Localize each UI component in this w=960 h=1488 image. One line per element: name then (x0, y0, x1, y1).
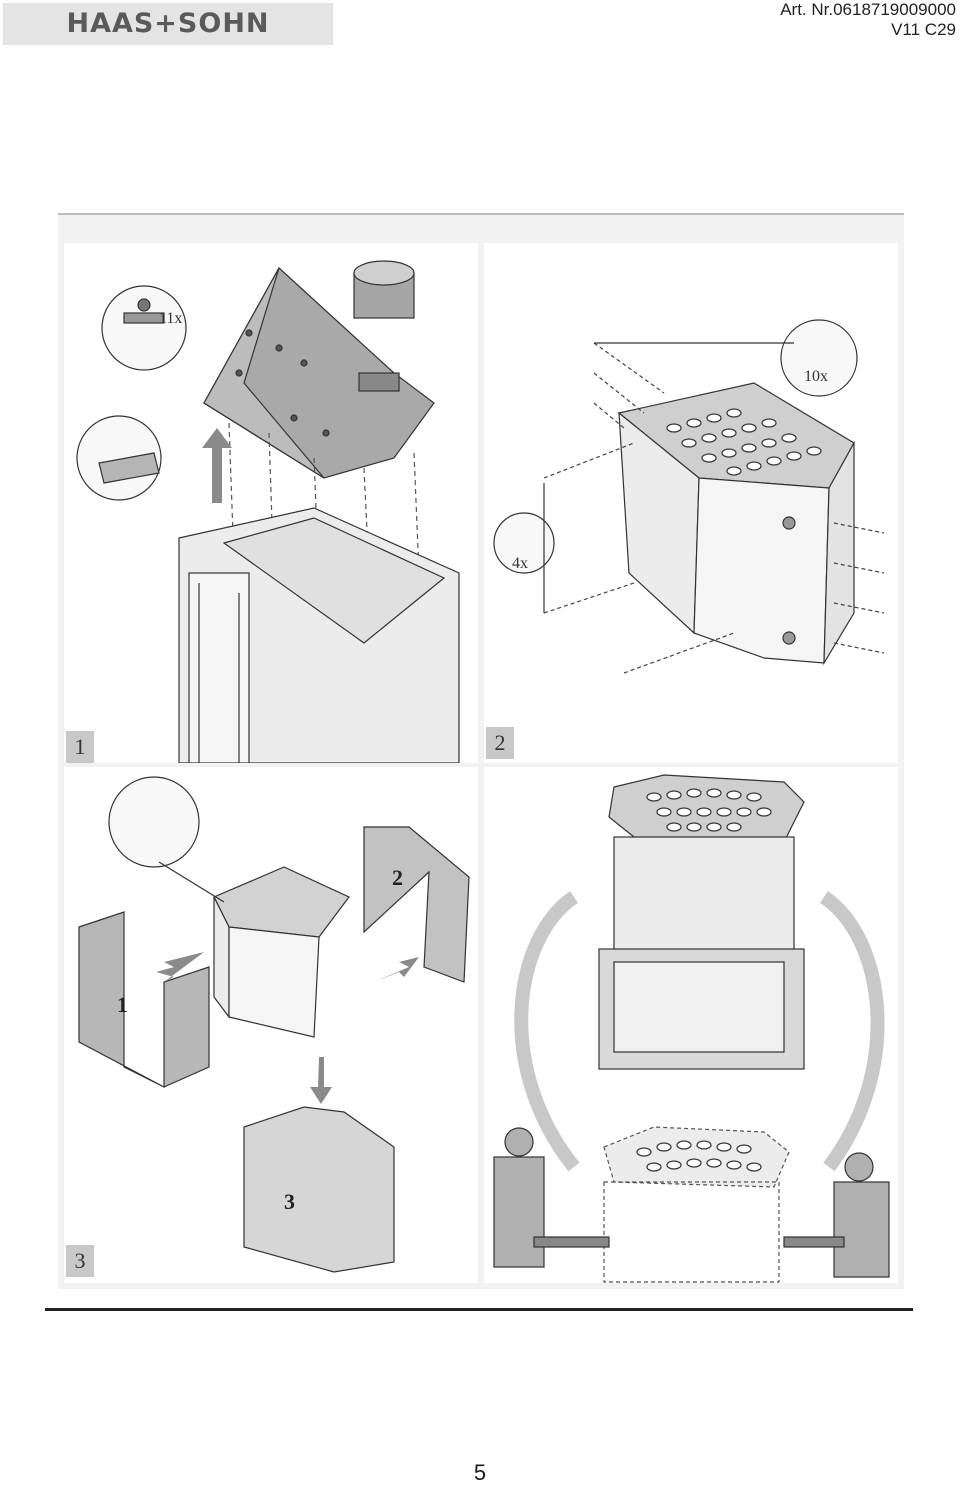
heat-exchanger-lifting-illustration (493, 774, 890, 1283)
panel-label-2: 2 (392, 865, 403, 890)
panel-step-4: 4 (484, 767, 898, 1283)
article-info: Art. Nr.0618719009000 V11 C29 (780, 0, 956, 40)
panel-label-1: 1 (117, 992, 128, 1017)
brand-logo: HAAS+SOHN (66, 8, 270, 39)
hood-assembly-illustration: 11x (76, 260, 460, 763)
page-number: 5 (473, 1460, 487, 1485)
panel-step-1: 11x 1 (64, 243, 478, 763)
article-number: Art. Nr.0618719009000 (780, 0, 956, 19)
panel-label-3: 3 (284, 1189, 295, 1214)
panel-step-2: 10x 4x 2 (484, 243, 898, 763)
callout-count-11x: 11x (159, 310, 182, 327)
callout-count-10x: 10x (804, 368, 828, 385)
heat-exchanger-screws-illustration: 10x 4x (493, 319, 885, 674)
side-panels-removal-illustration: 1 2 3 (78, 776, 470, 1273)
panel-step-3: 1 2 3 3 (64, 767, 478, 1283)
instruction-sheet: 11x 1 (58, 213, 904, 1289)
callout-count-4x: 4x (512, 555, 528, 572)
step-number-tag: 2 (486, 727, 514, 759)
step-number-tag: 3 (66, 1245, 94, 1277)
version-code: V11 C29 (891, 20, 956, 39)
step-number-tag: 1 (66, 731, 94, 763)
brand-logo-box: HAAS+SOHN (3, 3, 333, 45)
footer-divider (45, 1308, 913, 1311)
